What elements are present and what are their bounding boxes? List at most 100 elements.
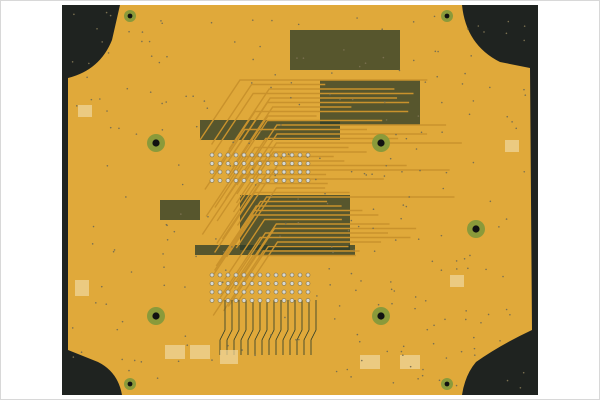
small-via: [464, 318, 467, 321]
via: [209, 161, 215, 166]
via: [297, 272, 303, 278]
via: [289, 178, 295, 183]
small-via: [433, 324, 435, 327]
via: [273, 281, 279, 286]
mounting-hole: [444, 381, 450, 387]
trace: [282, 300, 289, 355]
pad: [505, 140, 519, 152]
small-via: [502, 275, 504, 278]
small-via: [112, 250, 115, 253]
via: [209, 178, 215, 183]
trace: [226, 119, 383, 181]
via: [233, 161, 239, 166]
small-via: [233, 41, 236, 43]
via: [257, 272, 263, 278]
via: [305, 272, 311, 278]
trace: [240, 300, 247, 355]
small-via: [319, 157, 321, 160]
via: [265, 289, 271, 295]
small-via: [332, 251, 334, 254]
via: [305, 161, 311, 166]
small-via: [329, 284, 331, 286]
pad: [75, 280, 89, 296]
small-via: [165, 101, 168, 103]
small-via: [377, 303, 380, 306]
small-via: [166, 55, 168, 58]
small-via: [335, 370, 338, 373]
small-via: [297, 23, 300, 26]
small-via: [408, 196, 411, 198]
via: [281, 152, 287, 158]
small-via: [421, 374, 424, 377]
small-via: [386, 350, 389, 353]
small-via: [351, 98, 354, 101]
small-via: [72, 356, 75, 358]
mounting-hole: [152, 139, 160, 147]
via: [241, 281, 247, 286]
small-via: [280, 157, 282, 159]
small-via: [284, 222, 287, 225]
small-via: [412, 21, 415, 23]
small-via: [105, 303, 108, 305]
small-via: [400, 217, 402, 220]
small-via: [356, 333, 359, 336]
via: [281, 289, 287, 295]
small-via: [385, 119, 388, 121]
trace: [215, 205, 342, 267]
small-via: [505, 218, 508, 220]
small-via: [445, 171, 448, 174]
mounting-hole: [377, 139, 385, 147]
trace: [214, 110, 409, 172]
small-via: [296, 57, 298, 59]
small-via: [177, 360, 180, 363]
small-via: [432, 342, 435, 345]
trace: [247, 300, 254, 355]
pad: [190, 345, 210, 359]
via: [273, 152, 279, 158]
small-via: [523, 25, 526, 27]
mounting-hole: [127, 13, 133, 19]
small-via: [221, 281, 224, 284]
pad: [220, 350, 238, 364]
trace: [235, 142, 462, 204]
small-via: [251, 19, 254, 21]
via: [297, 298, 303, 303]
small-via: [402, 345, 405, 348]
via: [297, 289, 303, 295]
small-via: [160, 20, 162, 22]
small-via: [371, 173, 373, 176]
small-via: [130, 271, 133, 273]
small-via: [290, 81, 293, 84]
small-via: [297, 221, 300, 224]
small-via: [338, 305, 341, 307]
small-via: [121, 358, 123, 361]
small-via: [210, 21, 213, 24]
small-via: [271, 19, 273, 22]
small-via: [473, 347, 476, 350]
small-via: [150, 55, 153, 57]
trace: [213, 209, 363, 271]
trace: [225, 196, 455, 258]
small-via: [203, 100, 206, 102]
via: [305, 298, 311, 303]
small-via: [161, 129, 164, 131]
small-via: [415, 148, 418, 150]
small-via: [434, 50, 437, 53]
trace: [212, 254, 356, 316]
via: [265, 281, 271, 286]
via: [209, 289, 215, 295]
via: [209, 272, 215, 278]
small-via: [394, 239, 397, 241]
small-via: [445, 357, 448, 359]
small-via: [372, 227, 374, 230]
small-via: [158, 61, 161, 64]
via: [241, 272, 247, 278]
small-via: [350, 272, 353, 275]
via: [241, 169, 247, 175]
via: [289, 161, 295, 166]
via: [249, 298, 255, 303]
small-via: [465, 310, 467, 312]
substrate-area: [195, 245, 355, 255]
small-via: [161, 102, 163, 105]
via: [281, 169, 287, 175]
